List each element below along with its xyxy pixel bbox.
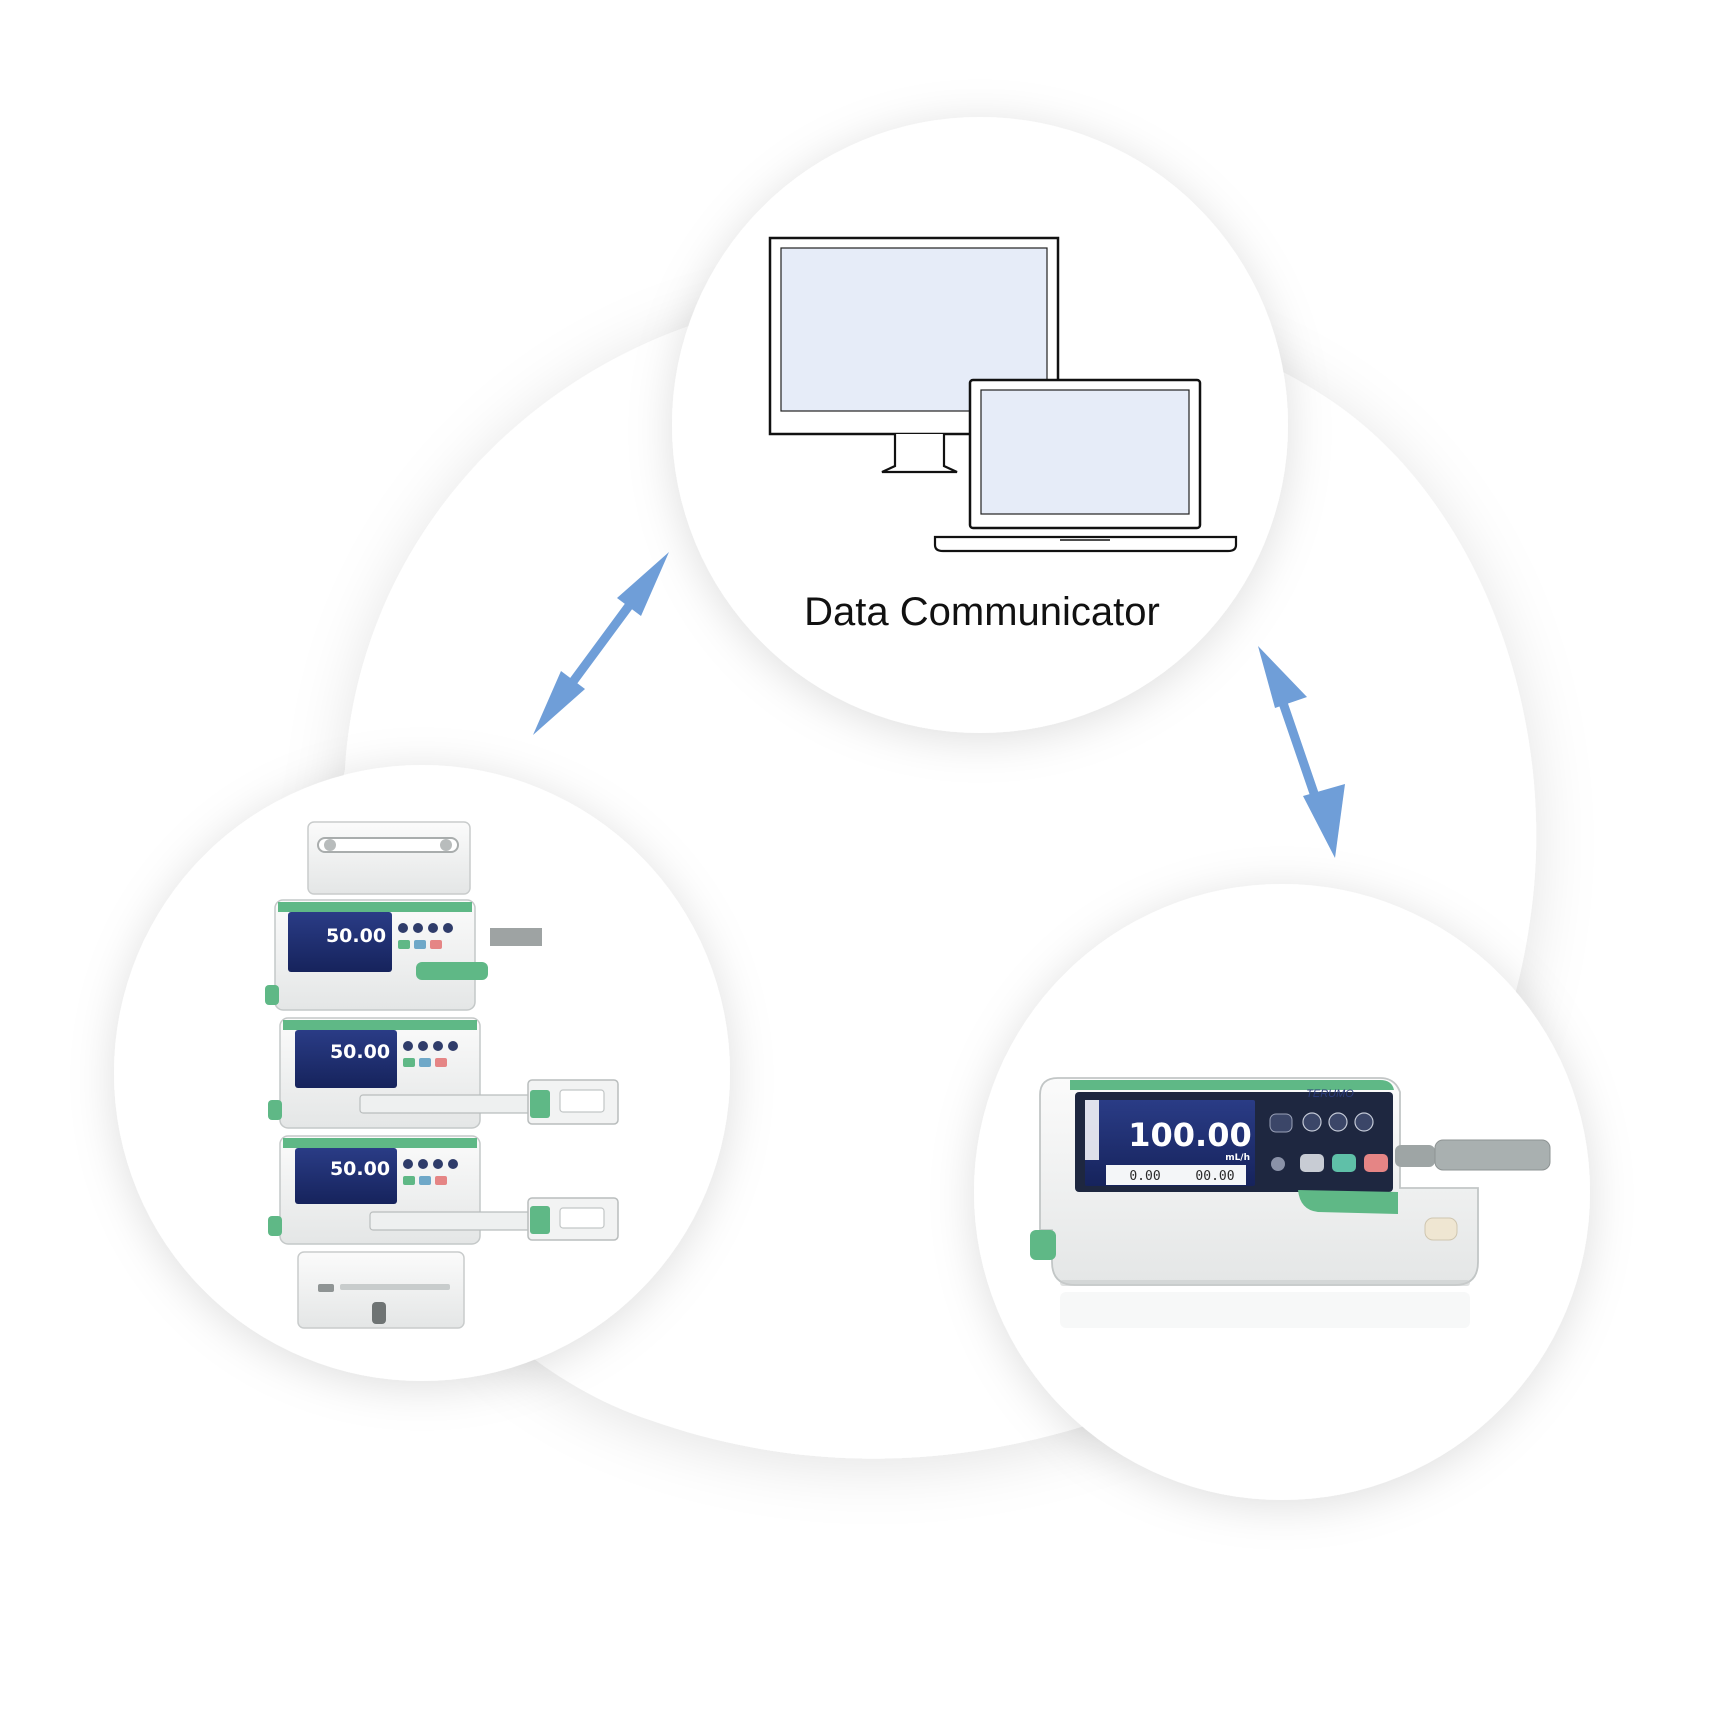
arrow-left bbox=[533, 552, 669, 735]
pump-screen bbox=[1085, 1100, 1255, 1186]
pump-unit-label: mL/h bbox=[1225, 1153, 1250, 1163]
arrow-left-head-bottom bbox=[533, 671, 585, 735]
stack-handle bbox=[307, 821, 471, 895]
stack-pump-2-keypad bbox=[403, 1041, 458, 1067]
pump-syringe-plunger bbox=[1395, 1145, 1435, 1167]
pump-rate-display: 100.00 bbox=[1128, 1116, 1251, 1154]
arrow-right-head-bottom bbox=[1303, 784, 1345, 858]
syringe-pump-stack: 50.00 50.00 bbox=[265, 821, 619, 1329]
pump-brand-label: TERUMO bbox=[1306, 1088, 1354, 1100]
stack-pump-2: 50.00 bbox=[268, 1017, 619, 1129]
pump-bottom-left-value: 0.00 bbox=[1129, 1169, 1160, 1184]
pump-bottom-right-value: 00.00 bbox=[1195, 1169, 1234, 1184]
stack-base-unit bbox=[297, 1251, 465, 1329]
stack-pump-3-display: 50.00 bbox=[330, 1158, 390, 1180]
arrow-right-head-top bbox=[1258, 646, 1307, 708]
laptop-icon bbox=[933, 378, 1238, 553]
stack-pump-1-keypad bbox=[398, 923, 453, 949]
arrow-left-head-top bbox=[617, 552, 669, 616]
stack-pump-3: 50.00 bbox=[268, 1135, 619, 1245]
pump-tube-connector bbox=[1434, 1139, 1551, 1171]
pump-keypad bbox=[1269, 1112, 1388, 1172]
single-syringe-pump: 100.00 mL/h 0.00 00.00 TERUMO bbox=[1030, 1077, 1551, 1328]
stack-pump-1-display: 50.00 bbox=[326, 925, 386, 947]
stack-pump-1: 50.00 bbox=[265, 899, 542, 1011]
stack-pump-2-display: 50.00 bbox=[330, 1041, 390, 1063]
computer-icon bbox=[768, 236, 1238, 553]
arrow-right bbox=[1258, 646, 1345, 858]
hub-label: Data Communicator bbox=[804, 590, 1160, 634]
stack-pump-3-keypad bbox=[403, 1159, 458, 1185]
